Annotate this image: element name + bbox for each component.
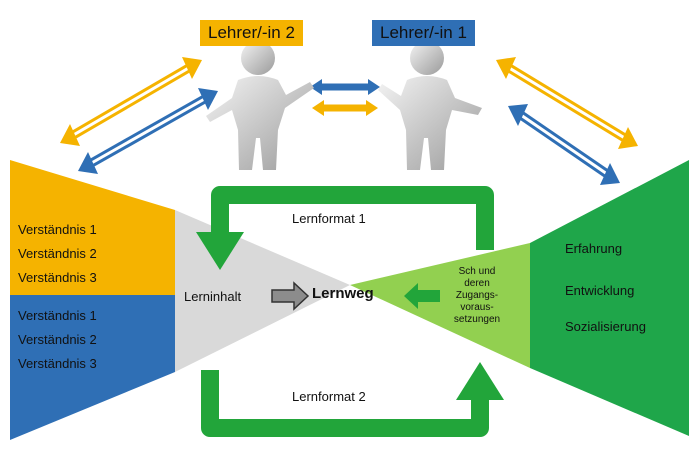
list-item: Verständnis 3 — [18, 270, 97, 285]
left-arrow-icon — [404, 283, 440, 309]
loop-arrow-icon — [201, 362, 504, 437]
path-label: Lernweg — [312, 285, 374, 302]
left-lower-list: Verständnis 1 Verständnis 2 Verständnis … — [18, 304, 97, 376]
student-label: Sch und deren Zugangs- voraus- setzungen — [442, 266, 512, 326]
list-item: Verständnis 1 — [18, 308, 97, 323]
student-label-line: setzungen — [453, 314, 501, 325]
list-item: Entwicklung — [565, 283, 635, 298]
double-arrow-icon — [312, 100, 378, 116]
person-figure-icon — [378, 41, 482, 170]
student-label-line: Zugangs- — [455, 290, 499, 301]
list-item: Verständnis 2 — [18, 332, 97, 347]
right-arrow-icon — [271, 281, 310, 311]
content-label: Lerninhalt — [184, 289, 242, 304]
list-item: Verständnis 2 — [18, 246, 97, 261]
list-item: Sozialisierung — [565, 319, 646, 334]
loop-arrow-icon — [196, 186, 494, 270]
list-item: Erfahrung — [565, 241, 623, 256]
double-arrow-icon — [496, 57, 638, 149]
person-figure-icon — [206, 41, 314, 170]
light-green-wedge — [350, 243, 530, 368]
student-label-line: deren — [464, 278, 490, 289]
double-arrow-icon — [78, 88, 218, 174]
student-label-line: Sch und — [458, 266, 496, 277]
list-item: Verständnis 3 — [18, 356, 97, 371]
right-list: Erfahrung Entwicklung Sozialisierung — [565, 236, 646, 340]
format1-label: Lernformat 1 — [292, 211, 366, 226]
right-green-panel — [530, 160, 689, 436]
double-arrow-icon — [310, 79, 380, 95]
double-arrow-icon — [508, 104, 620, 185]
double-arrow-icon — [60, 57, 202, 146]
teacher2-label: Lehrer/-in 2 — [200, 20, 303, 46]
list-item: Verständnis 1 — [18, 222, 97, 237]
left-upper-list: Verständnis 1 Verständnis 2 Verständnis … — [18, 218, 97, 290]
format2-label: Lernformat 2 — [292, 389, 366, 404]
student-label-line: voraus- — [460, 302, 494, 313]
teacher1-label: Lehrer/-in 1 — [372, 20, 475, 46]
left-lower-wedge — [10, 295, 175, 440]
left-upper-wedge — [10, 160, 175, 295]
